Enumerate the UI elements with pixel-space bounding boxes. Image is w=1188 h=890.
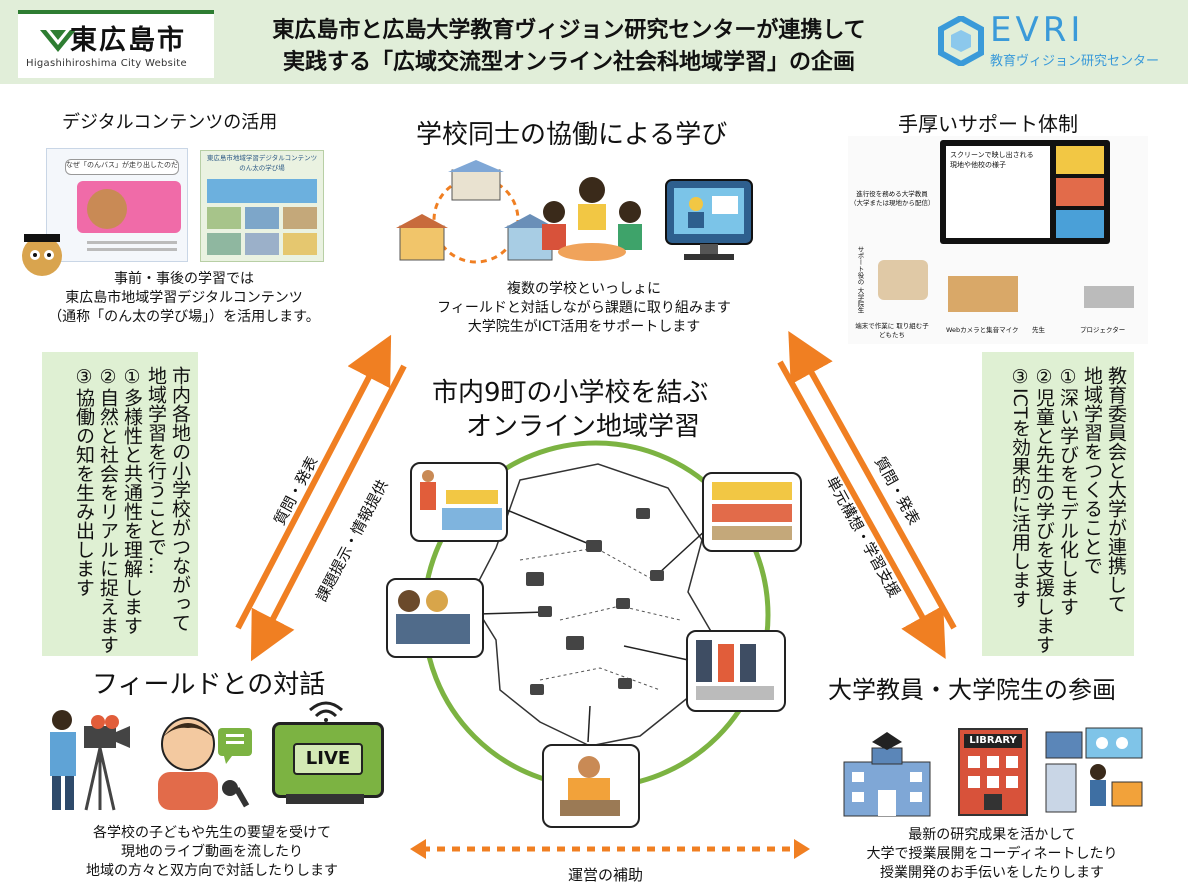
school-marker-icon	[636, 508, 650, 519]
classroom-card-4	[686, 630, 786, 712]
arrow-right-up	[788, 331, 957, 630]
research-lab-icon	[1045, 727, 1143, 813]
school-marker-icon	[530, 684, 544, 695]
school-marker-icon	[526, 572, 544, 586]
thumbnail-1-question: なぜ「のんバス」が走り出したのだろう？	[65, 159, 179, 175]
tanuki-mascot-image	[87, 189, 127, 229]
school-marker-icon	[586, 540, 602, 552]
school-marker-icon	[616, 598, 630, 609]
city-name: 東広島市	[70, 25, 186, 56]
city-logo[interactable]	[18, 10, 214, 78]
digital-content-thumbnail-2: 東広島市地域学習デジタルコンテンツ のん太の学び場	[200, 150, 324, 262]
right-benefits-text: 教育委員会と大学が連携して 地域学習をつくることで ①深い学びをモデル化します …	[1009, 366, 1127, 654]
field-dialogue-caption: 各学校の子どもや先生の要望を受けて 現地のライブ動画を流したり 地域の方々と双方…	[86, 825, 338, 879]
support-system-title: 手厚いサポート体制	[898, 112, 1078, 136]
support-system-illustration: スクリーンで映し出される 現地や他校の様子 進行役を務める大学教員 （大学または…	[848, 136, 1148, 344]
school-marker-icon	[618, 678, 632, 689]
tv-stand	[286, 794, 364, 804]
live-tv-screen: LIVE	[272, 722, 384, 798]
arrow-left-down	[250, 364, 407, 662]
library-sign: LIBRARY	[964, 734, 1022, 748]
video-camera-operator-icon	[50, 710, 130, 811]
classroom-card-2	[702, 472, 802, 552]
university-participation-caption: 最新の研究成果を活かして 大学で授業展開をコーディネートしたり 授業開発のお手伝…	[866, 827, 1118, 881]
school-marker-icon	[538, 606, 552, 617]
evri-logo-icon	[938, 16, 984, 66]
left-benefits-text: 市内各地の小学校がつながって 地域学習を行うことで… ①多様性と共通性を理解しま…	[73, 366, 191, 654]
digital-content-caption: 事前・事後の学習では 東広島市地域学習デジタルコンテンツ （通称「のん太の学び場…	[48, 271, 320, 325]
university-building-icon	[843, 732, 931, 817]
university-participation-title: 大学教員・大学院生の参画	[828, 676, 1116, 704]
page-title-line2: 実践する「広域交流型オンライン社会科地域学習」の企画	[282, 50, 855, 75]
center-title-line1: 市内9町の小学校を結ぶ	[432, 378, 709, 408]
live-badge: LIVE	[293, 743, 363, 775]
classroom-screen	[940, 140, 1110, 244]
classroom-card-5	[542, 744, 640, 828]
right-benefits-box: 教育委員会と大学が連携して 地域学習をつくることで ①深い学びをモデル化します …	[982, 352, 1134, 656]
thumbnail-2-title: 東広島市地域学習デジタルコンテンツ のん太の学び場	[206, 154, 318, 172]
city-website-label: Higashihiroshima City Website	[26, 58, 187, 69]
interview-person-icon	[158, 717, 252, 810]
arrow-left-up	[235, 334, 392, 630]
digital-content-thumbnail-1: なぜ「のんバス」が走り出したのだろう？	[46, 148, 188, 262]
page-title-line1: 東広島市と広島大学教育ヴィジョン研究センターが連携して	[272, 18, 866, 43]
classroom-card-3	[386, 578, 484, 658]
digital-content-title: デジタルコンテンツの活用	[62, 112, 278, 133]
tanuki-mascot-icon	[22, 234, 62, 276]
online-classroom-icon	[665, 179, 753, 260]
school-marker-icon	[650, 570, 664, 581]
arrow-right-down	[777, 360, 946, 659]
collaboration-caption: 複数の学校といっしょに フィールドと対話しながら課題に取り組みます 大学院生がI…	[437, 281, 731, 335]
evri-logo-text: EVRI	[990, 10, 1085, 50]
left-benefits-box: 市内各地の小学校がつながって 地域学習を行うことで… ①多様性と共通性を理解しま…	[42, 352, 198, 656]
school-marker-icon	[566, 636, 584, 650]
broadcast-signal-icon	[309, 701, 343, 722]
collaboration-title: 学校同士の協働による学び	[416, 120, 728, 150]
center-title-line2: オンライン地域学習	[466, 412, 701, 442]
evri-subtitle: 教育ヴィジョン研究センター	[990, 54, 1160, 69]
label-operation-assistance: 運営の補助	[568, 866, 644, 884]
students-collaboration-icon	[542, 177, 642, 261]
classroom-card-1	[410, 462, 508, 542]
city-emblem-icon	[40, 30, 76, 52]
library-building: LIBRARY	[958, 728, 1028, 816]
field-dialogue-title: フィールドとの対話	[92, 670, 326, 700]
